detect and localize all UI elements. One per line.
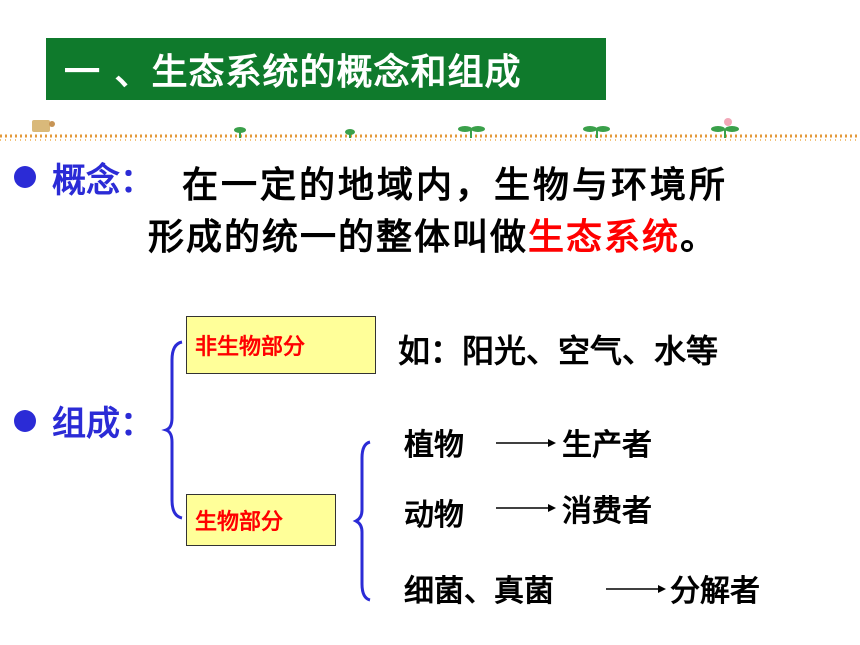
- watering-can-icon: [32, 120, 55, 132]
- concept-label: 概念：: [52, 161, 154, 201]
- row-animals-right: 消费者: [562, 494, 652, 529]
- arrow-icon: [606, 585, 666, 593]
- concept-line1: 在一定的地域内，生物与环境所: [182, 165, 729, 206]
- brace-living: [352, 440, 371, 602]
- concept-highlight: 生态系统: [528, 217, 681, 258]
- bullet-concept: [14, 166, 36, 188]
- concept-line2-suffix: 。: [680, 217, 719, 258]
- title-bar: 一 、生态系统的概念和组成: [46, 38, 606, 100]
- row-animals-left: 动物: [404, 498, 464, 533]
- bullet-composition: [14, 410, 36, 432]
- nonliving-example: 如：阳光、空气、水等: [398, 332, 719, 370]
- living-box: 生物部分: [186, 494, 336, 546]
- decorative-divider: [0, 118, 860, 141]
- row-plants-left: 植物: [404, 428, 464, 463]
- composition-label: 组成：: [52, 404, 154, 444]
- nonliving-box: 非生物部分: [186, 316, 376, 374]
- concept-line2-prefix: 形成的统一的整体叫做: [148, 217, 529, 258]
- flower-icon: [724, 118, 732, 126]
- row-plants-right: 生产者: [562, 428, 652, 463]
- arrow-icon: [496, 439, 556, 447]
- row-microbes-right: 分解者: [670, 574, 760, 609]
- concept-line2: 形成的统一的整体叫做生态系统。: [148, 208, 718, 260]
- arrow-icon: [496, 504, 556, 512]
- page-title: 一 、生态系统的概念和组成: [64, 52, 522, 93]
- sprout-icon: [234, 126, 739, 138]
- brace-main: [161, 340, 183, 520]
- row-microbes-left: 细菌、真菌: [404, 574, 554, 609]
